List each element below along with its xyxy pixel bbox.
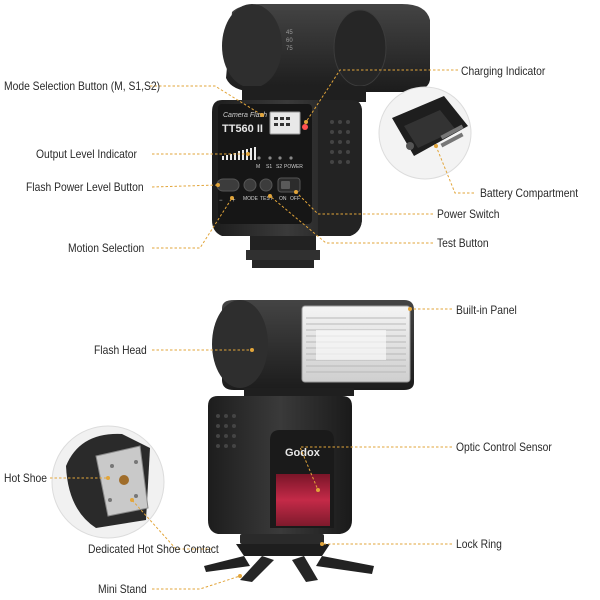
callout-output-level: Output Level Indicator [36, 147, 137, 161]
callout-battery-compartment: Battery Compartment [480, 186, 579, 200]
top-flash-rear [212, 4, 430, 268]
callout-lock-ring: Lock Ring [456, 537, 502, 551]
model-name: TT560 II [222, 123, 263, 135]
button-label-test: TEST [260, 196, 273, 202]
hot-shoe-inset [51, 425, 165, 539]
callout-power-switch: Power Switch [437, 207, 500, 221]
mode-label-s2: S2 [276, 164, 282, 170]
top-flash-labels: 45 60 75 Camera Flash TT560 II M S1 S2 P… [219, 30, 303, 204]
button-label-on: ON [279, 196, 287, 202]
callout-optic-sensor: Optic Control Sensor [456, 440, 552, 454]
mode-label-m: M [256, 164, 260, 170]
angle-mark-60: 60 [286, 38, 293, 44]
callout-motion-selection: Motion Selection [68, 241, 145, 255]
angle-mark-45: 45 [286, 30, 293, 36]
mode-label-s1: S1 [266, 164, 272, 170]
mode-label-power: POWER [284, 164, 303, 170]
callout-flash-head: Flash Head [94, 343, 147, 357]
callout-dedicated-contact: Dedicated Hot Shoe Contact [88, 542, 219, 556]
callout-hot-shoe: Hot Shoe [4, 471, 48, 485]
button-label-mode: MODE [243, 196, 259, 202]
model-caption: Camera Flash [223, 112, 267, 119]
button-label-plus: + [232, 198, 236, 204]
callout-mini-stand: Mini Stand [98, 582, 147, 596]
angle-mark-75: 75 [286, 46, 293, 52]
callout-built-in-panel: Built-in Panel [456, 303, 517, 317]
callout-flash-power: Flash Power Level Button [26, 180, 144, 194]
battery-inset [378, 86, 472, 180]
button-label-minus: − [219, 198, 223, 204]
callout-test-button: Test Button [437, 236, 489, 250]
bottom-flash-front [204, 300, 414, 582]
button-label-off: OFF [290, 196, 300, 202]
callout-mode-selection: Mode Selection Button (M, S1,S2) [4, 79, 161, 93]
callout-charging-indicator: Charging Indicator [461, 64, 546, 78]
leader-lines [50, 69, 474, 590]
leader-dots [106, 113, 438, 578]
